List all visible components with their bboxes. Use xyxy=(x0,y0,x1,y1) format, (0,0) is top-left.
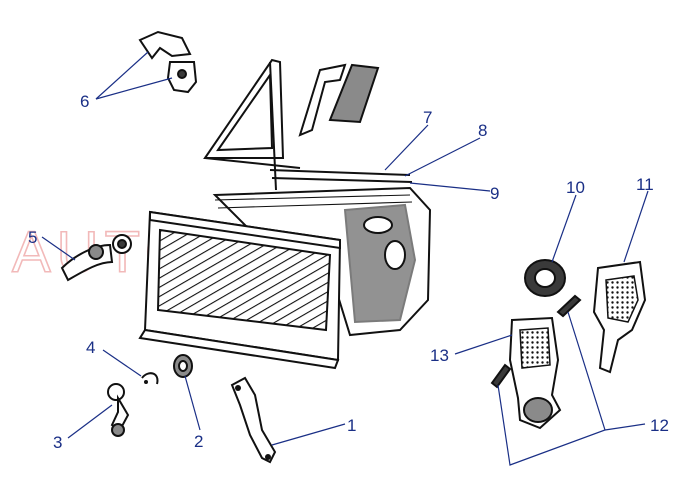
window-channel-strips xyxy=(269,169,413,183)
callout-10: 10 xyxy=(566,178,585,197)
callout-12: 12 xyxy=(650,416,669,435)
callout-2: 2 xyxy=(194,432,203,451)
callout-6: 6 xyxy=(80,92,89,111)
part-4-clip xyxy=(141,372,159,385)
part-10-grommet xyxy=(524,259,566,297)
part-5-outer-handle xyxy=(60,234,132,282)
callout-4: 4 xyxy=(86,338,95,357)
callout-7: 7 xyxy=(423,108,432,127)
callout-1: 1 xyxy=(347,416,356,435)
callout-labels: 1 2 3 4 5 6 7 8 9 10 11 12 13 xyxy=(28,92,669,452)
part-1-door-pull xyxy=(230,376,277,464)
leader-lines xyxy=(41,51,649,466)
part-11-armrest xyxy=(592,260,647,374)
callout-3: 3 xyxy=(53,433,62,452)
callout-9: 9 xyxy=(490,184,499,203)
callout-5: 5 xyxy=(28,228,37,247)
part-13-armrest-bracket xyxy=(508,316,562,430)
callout-11: 11 xyxy=(636,175,654,194)
part-2-escutcheon xyxy=(173,354,193,378)
part-3-window-crank xyxy=(107,383,130,437)
door-trim-panel xyxy=(138,210,342,370)
vent-window-frame xyxy=(203,58,380,191)
callout-13: 13 xyxy=(430,346,449,365)
part-12-screws xyxy=(490,294,582,389)
part-6-lock-parts xyxy=(138,30,198,94)
callout-8: 8 xyxy=(478,121,487,140)
